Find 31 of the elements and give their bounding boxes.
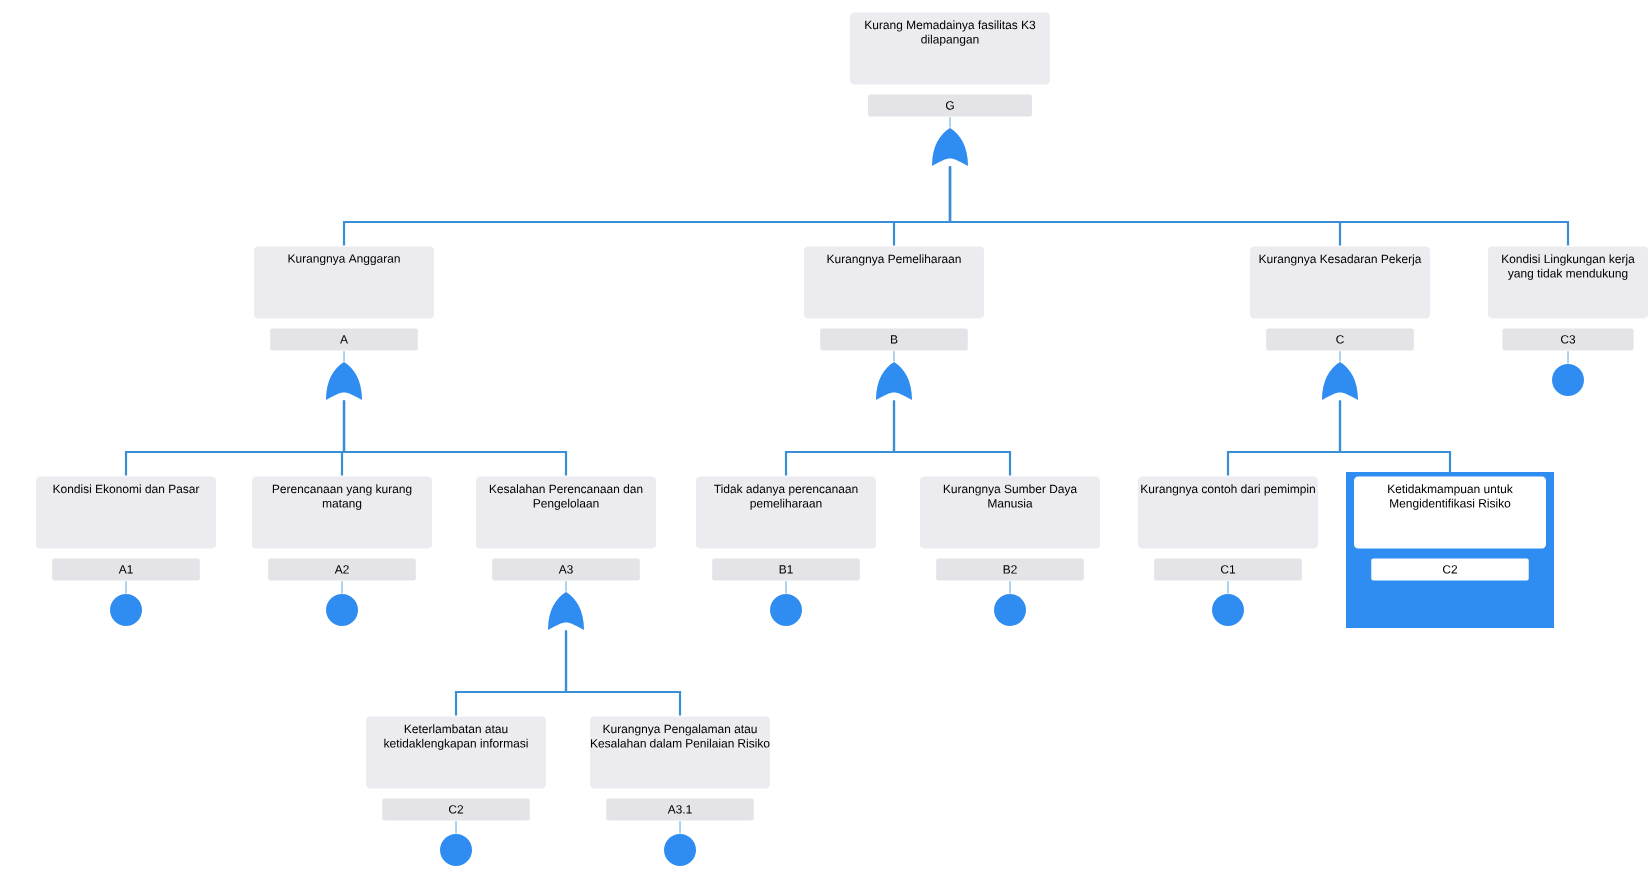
or-gate-symbol [326, 362, 362, 400]
connector-line [892, 400, 1012, 476]
connector-line [1009, 580, 1011, 594]
basic-event-circle [1552, 364, 1584, 396]
connector-line [1227, 580, 1229, 594]
connector-line [343, 350, 345, 362]
basic-event-circle [440, 834, 472, 866]
connector-line [949, 116, 951, 128]
connector-line [125, 580, 127, 594]
connector-line [893, 350, 895, 362]
or-gate-symbol [932, 128, 968, 166]
connector-line [785, 580, 787, 594]
connector-line [1339, 350, 1341, 362]
basic-event-circle [110, 594, 142, 626]
connector-line [455, 820, 457, 834]
basic-event-circle [326, 594, 358, 626]
or-gate-symbol [876, 362, 912, 400]
or-gate-symbol [1322, 362, 1358, 400]
basic-event-circle [664, 834, 696, 866]
connector-line [1338, 400, 1452, 476]
basic-event-circle [1212, 594, 1244, 626]
or-gate-symbol [548, 592, 584, 630]
basic-event-circle [994, 594, 1026, 626]
connector-line [565, 580, 567, 592]
connector-line [679, 820, 681, 834]
basic-event-circle [770, 594, 802, 626]
connector-line [342, 400, 568, 476]
connector-line [341, 580, 343, 594]
connector-line [948, 166, 1570, 246]
connector-line [1567, 350, 1569, 364]
connector-line [564, 630, 682, 716]
